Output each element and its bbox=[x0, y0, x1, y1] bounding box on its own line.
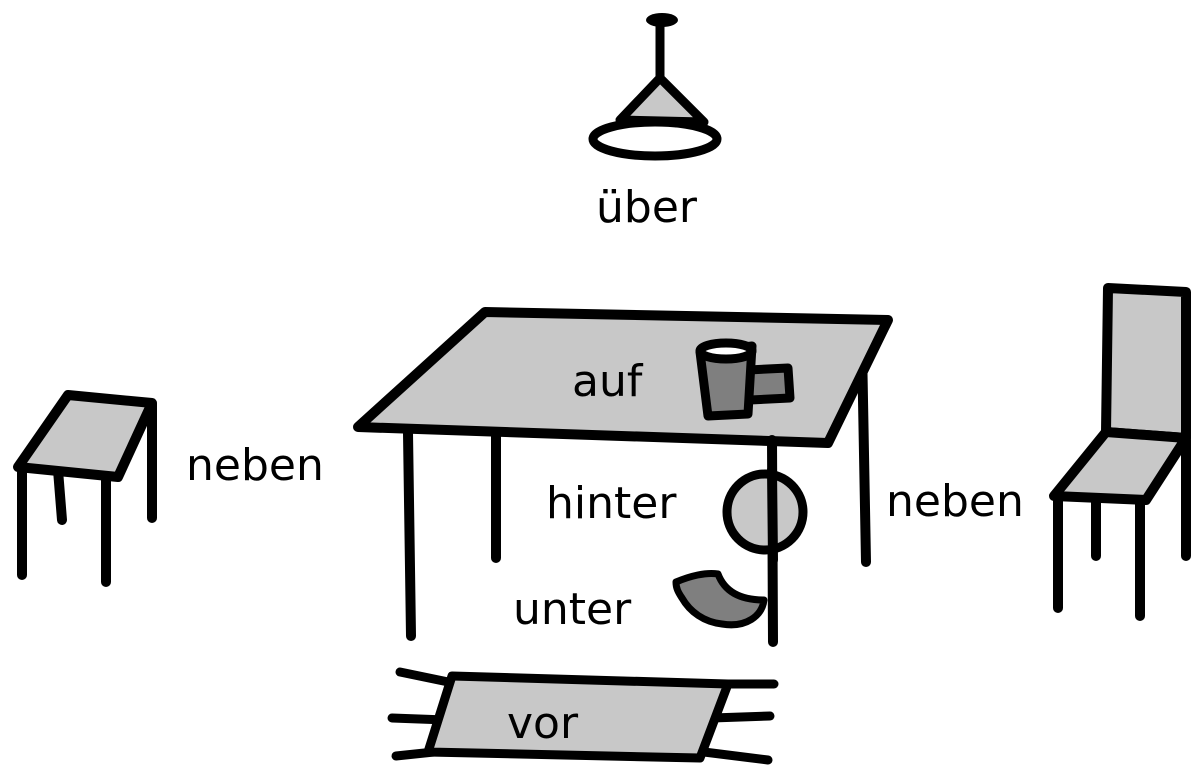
label-auf: auf bbox=[572, 356, 643, 407]
stool bbox=[13, 390, 157, 587]
label-neben-left: neben bbox=[186, 440, 324, 491]
ball bbox=[722, 465, 808, 565]
label-neben-right: neben bbox=[886, 476, 1024, 527]
slipper bbox=[672, 570, 768, 629]
rug bbox=[387, 667, 779, 765]
chair bbox=[1049, 283, 1191, 621]
label-vor: vor bbox=[507, 698, 579, 749]
label-hinter: hinter bbox=[546, 478, 677, 529]
label-unter: unter bbox=[513, 584, 632, 635]
mug bbox=[695, 338, 795, 421]
ceiling-lamp bbox=[588, 13, 722, 161]
label-ueber: über bbox=[596, 182, 697, 233]
